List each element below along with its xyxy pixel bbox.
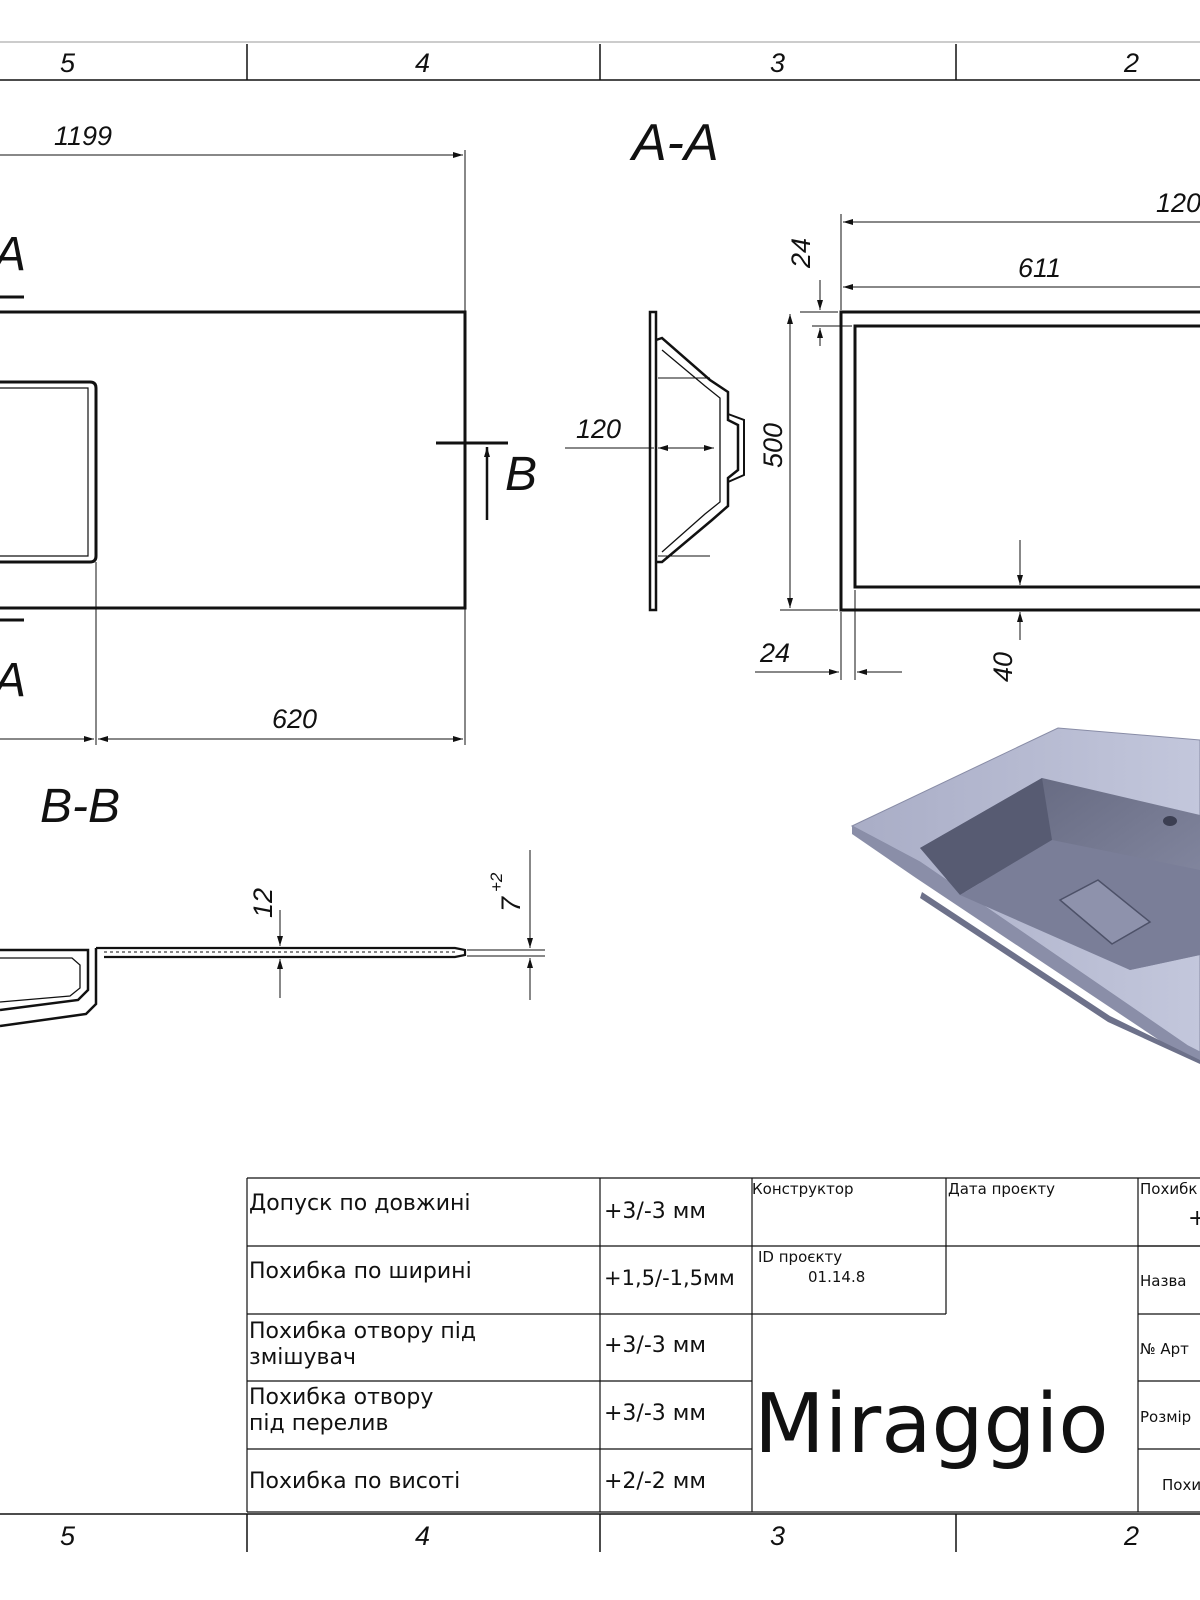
tolerance-row-5-label: Похибка по висоті <box>249 1469 460 1494</box>
project-id-label: ID проєкту <box>758 1248 842 1266</box>
zone-label-bottom-4: 4 <box>415 1521 430 1551</box>
title-block-right-r2: Назва <box>1140 1272 1186 1290</box>
tolerance-table-grid <box>246 1177 1200 1513</box>
title-block-right-r1-value: + <box>1188 1206 1200 1231</box>
top-zone-strip <box>0 41 1200 81</box>
section-title-aa: A-A <box>629 114 719 172</box>
dim-label-overall: 120 <box>1156 188 1200 218</box>
brand-logo: Miraggio <box>754 1377 1109 1472</box>
sink-render <box>850 727 1200 1064</box>
tolerance-row-3-label-line2: змішувач <box>249 1345 356 1370</box>
dim-label-rim-left: 24 <box>759 638 790 668</box>
tolerance-row-1-label: Допуск по довжині <box>249 1191 471 1216</box>
dim-label-slope: 7 <box>496 896 526 912</box>
zone-label-top-4: 4 <box>415 48 430 78</box>
tolerance-row-3-label-line1: Похибка отвору під <box>249 1319 476 1344</box>
tolerance-row-2-label: Похибка по ширині <box>249 1259 472 1284</box>
side-view-profile <box>648 310 658 612</box>
section-aa-outer <box>839 310 1200 612</box>
project-date-label: Дата проєкту <box>948 1180 1055 1198</box>
tolerance-row-2-value: +1,5/-1,5мм <box>604 1266 735 1290</box>
render-tap-hole <box>1163 816 1177 826</box>
section-mark-a-top: A <box>0 228 26 281</box>
tolerance-row-5-value: +2/-2 мм <box>604 1469 706 1494</box>
side-view <box>565 310 745 612</box>
project-id-value: 01.14.8 <box>808 1268 865 1286</box>
bottom-zone-strip <box>0 1513 1200 1552</box>
tolerance-row-4-label-line1: Похибка отвору <box>249 1385 433 1410</box>
section-mark-b: B <box>505 448 537 501</box>
tolerance-row-4-label-line2: під перелив <box>249 1411 388 1436</box>
plan-outline <box>0 310 467 610</box>
dim-label-thickness: 12 <box>248 888 278 918</box>
dim-label-120-side: 120 <box>576 414 621 444</box>
title-block-right-r1: Похибк <box>1140 1180 1197 1198</box>
zone-label-top-2: 2 <box>1123 48 1139 78</box>
zone-label-bottom-3: 3 <box>770 1521 785 1551</box>
tolerance-row-3-value: +3/-3 мм <box>604 1333 706 1358</box>
section-bb-profile <box>0 948 90 1012</box>
title-block-right-r4: Розмір <box>1140 1408 1191 1426</box>
zone-label-top-5: 5 <box>60 48 76 78</box>
dim-label-bottom: 40 <box>988 652 1018 682</box>
section-aa-inner <box>853 324 1200 589</box>
plan-basin-outline <box>0 380 98 564</box>
dim-label-620: 620 <box>272 704 317 734</box>
dim-label-500: 500 <box>758 423 788 468</box>
title-block-right-r3: № Арт <box>1140 1340 1189 1358</box>
plan-view <box>0 150 508 745</box>
designer-label: Конструктор <box>752 1180 854 1198</box>
title-block-right-r5: Похи <box>1162 1476 1200 1494</box>
section-aa-view <box>755 214 1200 680</box>
dim-label-1199: 1199 <box>54 121 112 151</box>
section-title-bb: B-B <box>40 780 120 833</box>
section-bb-view <box>0 850 545 1028</box>
dim-label-611: 611 <box>1018 253 1061 283</box>
zone-label-top-3: 3 <box>770 48 785 78</box>
dim-label-rim-top: 24 <box>786 238 816 269</box>
tolerance-row-4-value: +3/-3 мм <box>604 1401 706 1426</box>
zone-label-bottom-5: 5 <box>60 1521 76 1551</box>
zone-label-bottom-2: 2 <box>1123 1521 1139 1551</box>
tolerance-row-1-value: +3/-3 мм <box>604 1199 706 1224</box>
section-mark-a-bottom: A <box>0 654 26 707</box>
dim-label-slope-tolerance: +2 <box>487 872 506 892</box>
